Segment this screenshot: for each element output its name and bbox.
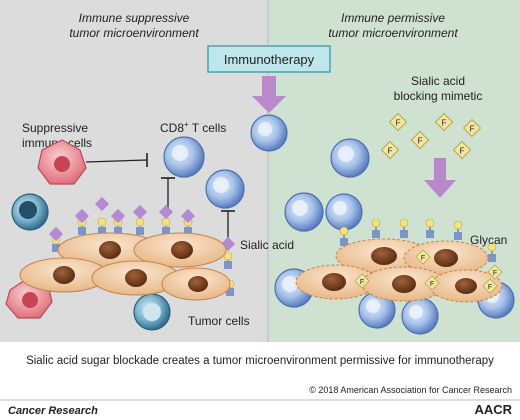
tumor-cell — [19, 257, 109, 293]
immunotherapy-label: Immunotherapy — [224, 52, 315, 67]
glycan — [399, 218, 409, 238]
t-cell — [284, 192, 324, 232]
sialylated-glycan — [158, 204, 174, 235]
mimetic-diamond: F — [462, 118, 482, 138]
suppressive-label-line1: Suppressive — [22, 121, 88, 135]
bound-mimetic: F — [415, 249, 431, 265]
t-cell — [330, 138, 370, 178]
mimetic-glyph: F — [488, 284, 492, 291]
tumor-cell — [161, 267, 231, 301]
cd8-label: CD8+ T cells — [160, 120, 226, 135]
cd8-text: CD8 — [160, 121, 184, 135]
mimetic-diamond: F — [388, 112, 408, 132]
bound-mimetic: F — [482, 278, 498, 294]
immunotherapy-arrow — [252, 76, 286, 113]
tumor-cell — [403, 240, 489, 276]
mimetic-diamond: F — [452, 140, 472, 160]
t-cell — [401, 297, 439, 335]
tumor-cells-label: Tumor cells — [188, 314, 250, 328]
mimetic-diamond: F — [410, 130, 430, 150]
mimetic-glyph: F — [470, 125, 475, 134]
left-panel-title-line2: tumor microenvironment — [69, 26, 199, 40]
mimetic-glyph: F — [460, 147, 465, 156]
cd8-sup: + — [184, 120, 189, 129]
immune-cell-teal — [133, 293, 171, 331]
mimetic-glyph: F — [396, 119, 401, 128]
right-panel-title-line1: Immune permissive — [341, 11, 445, 25]
t-cell — [325, 193, 363, 231]
right-panel-title-line2: tumor microenvironment — [328, 26, 458, 40]
journal-name: Cancer Research — [8, 405, 98, 417]
glycan — [425, 218, 435, 238]
tumor-cell — [429, 269, 503, 303]
sialylated-glycan — [132, 204, 148, 235]
inhibition-line — [85, 159, 148, 163]
aacr-logo: AACR — [474, 402, 512, 417]
glycan — [453, 220, 463, 240]
suppressive-immune-cell — [37, 139, 87, 185]
sialic-acid-label: Sialic acid — [240, 238, 294, 252]
glycan — [339, 226, 349, 246]
tumor-cell — [295, 264, 377, 300]
left-panel-title-line1: Immune suppressive — [79, 11, 190, 25]
sialylated-glycan — [180, 208, 196, 235]
glycan-label: Glycan — [470, 233, 507, 247]
mimetic-label-line2: blocking mimetic — [394, 89, 483, 103]
bound-mimetic: F — [487, 264, 503, 280]
t-cell — [250, 114, 288, 152]
t-cell — [205, 169, 245, 209]
mimetic-diamond: F — [434, 112, 454, 132]
mimetic-glyph: F — [421, 255, 425, 262]
mimetic-glyph: F — [430, 281, 434, 288]
mimetic-glyph: F — [388, 147, 393, 156]
mimetic-glyph: F — [442, 119, 447, 128]
bound-mimetic: F — [424, 275, 440, 291]
mimetic-glyph: F — [360, 279, 364, 286]
caption: Sialic acid sugar blockade creates a tum… — [26, 355, 494, 367]
t-cell — [358, 291, 396, 329]
copyright: © 2018 American Association for Cancer R… — [309, 385, 512, 395]
immune-cell-teal — [11, 193, 49, 231]
tumor-cell — [133, 232, 227, 268]
mimetic-glyph: F — [418, 137, 423, 146]
glycan — [487, 242, 497, 262]
mimetic-glyph: F — [493, 270, 497, 277]
immunotherapy-box — [207, 45, 331, 73]
tumor-cell — [91, 260, 181, 296]
glycan — [371, 218, 381, 238]
mimetic-label-line1: Sialic acid — [411, 74, 465, 88]
t-cell — [163, 136, 205, 178]
mimetic-arrow — [424, 158, 456, 198]
cd8-suffix: T cells — [189, 121, 227, 135]
mimetic-diamond: F — [380, 140, 400, 160]
bound-mimetic: F — [354, 273, 370, 289]
